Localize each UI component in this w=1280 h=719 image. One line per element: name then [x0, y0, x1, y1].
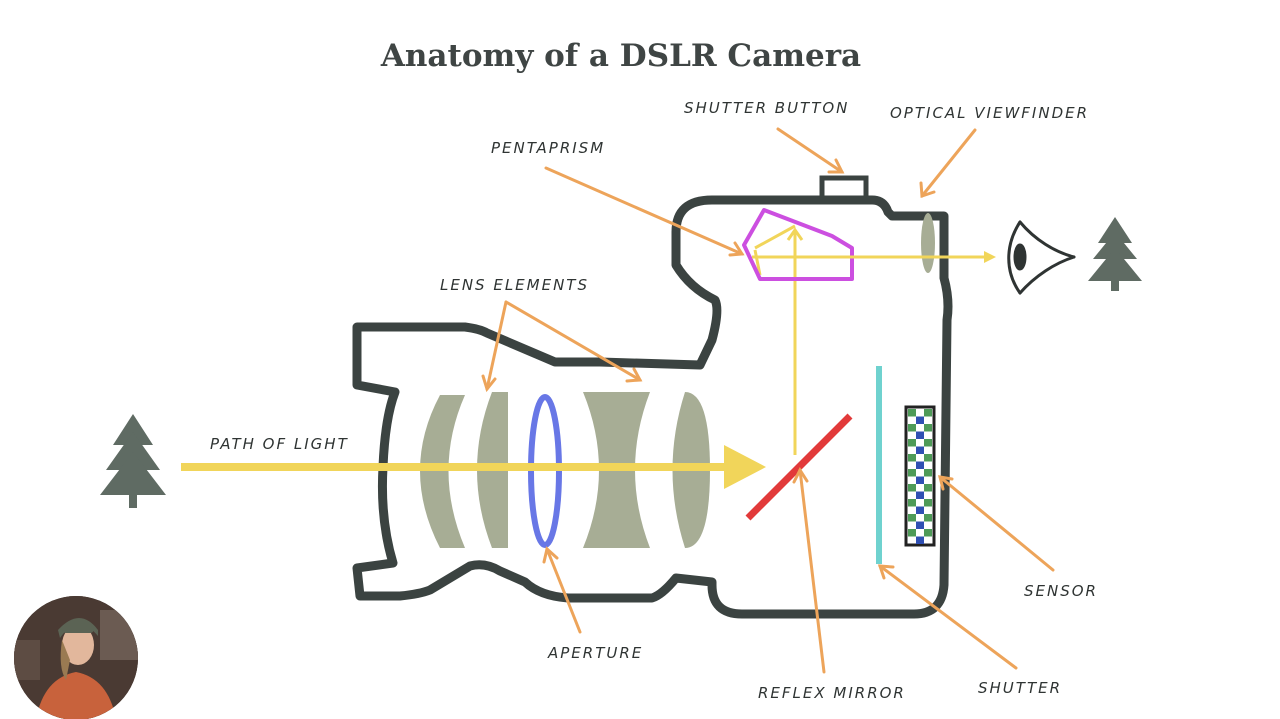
sensor-cell: [924, 529, 932, 537]
sensor-cell: [916, 461, 924, 469]
sensor-cell: [916, 446, 924, 454]
sensor-cell: [908, 439, 916, 447]
light-path-vertical: [753, 224, 804, 455]
pentaprism: [742, 208, 854, 281]
sensor-cell: [924, 454, 932, 462]
sensor-cell: [916, 536, 924, 544]
reflex-mirror: [745, 413, 853, 521]
label-shutter: SHUTTER: [978, 679, 1062, 697]
label-lens-elements: LENS ELEMENTS: [440, 276, 589, 294]
label-sensor: SENSOR: [1024, 582, 1098, 600]
eye-icon: [1007, 220, 1076, 295]
label-aperture: APERTURE: [547, 644, 643, 662]
sensor-cell: [908, 424, 916, 432]
camera-body-outline: [352, 195, 953, 619]
sensor-cell: [924, 499, 932, 507]
sensor-cell: [924, 409, 932, 417]
sensor-cell: [916, 521, 924, 529]
tree-icon-left: [100, 414, 166, 508]
sensor-cell: [916, 431, 924, 439]
image-sensor: [904, 405, 936, 547]
sensor-cell: [908, 514, 916, 522]
sensor-cell: [908, 409, 916, 417]
sensor-cell: [924, 469, 932, 477]
label-reflex-mirror: REFLEX MIRROR: [758, 684, 906, 702]
sensor-cell: [924, 439, 932, 447]
tree-icon-right: [1088, 217, 1142, 291]
sensor-cell: [916, 506, 924, 514]
sensor-cell: [908, 484, 916, 492]
sensor-cell: [916, 476, 924, 484]
sensor-cell: [908, 469, 916, 477]
sensor-cell: [908, 499, 916, 507]
shutter-curtain: [876, 366, 882, 564]
label-path-of-light: PATH OF LIGHT: [210, 435, 349, 453]
callout-arrows: [481, 127, 1055, 674]
sensor-cell: [916, 491, 924, 499]
label-pentaprism: PENTAPRISM: [491, 139, 605, 157]
sensor-cell: [908, 454, 916, 462]
label-shutter-button: SHUTTER BUTTON: [684, 99, 849, 117]
light-path-to-eye: [752, 251, 996, 263]
page-title: Anatomy of a DSLR Camera: [380, 38, 861, 74]
label-optical-viewfinder: OPTICAL VIEWFINDER: [890, 104, 1089, 122]
viewfinder-eyepiece: [921, 213, 935, 273]
sensor-cell: [916, 416, 924, 424]
sensor-cell: [924, 514, 932, 522]
sensor-cell: [924, 484, 932, 492]
sensor-cell: [908, 529, 916, 537]
sensor-cell: [924, 424, 932, 432]
shutter-button-shape: [819, 175, 869, 203]
light-path-main: [181, 445, 766, 489]
presenter-webcam: [14, 596, 138, 719]
